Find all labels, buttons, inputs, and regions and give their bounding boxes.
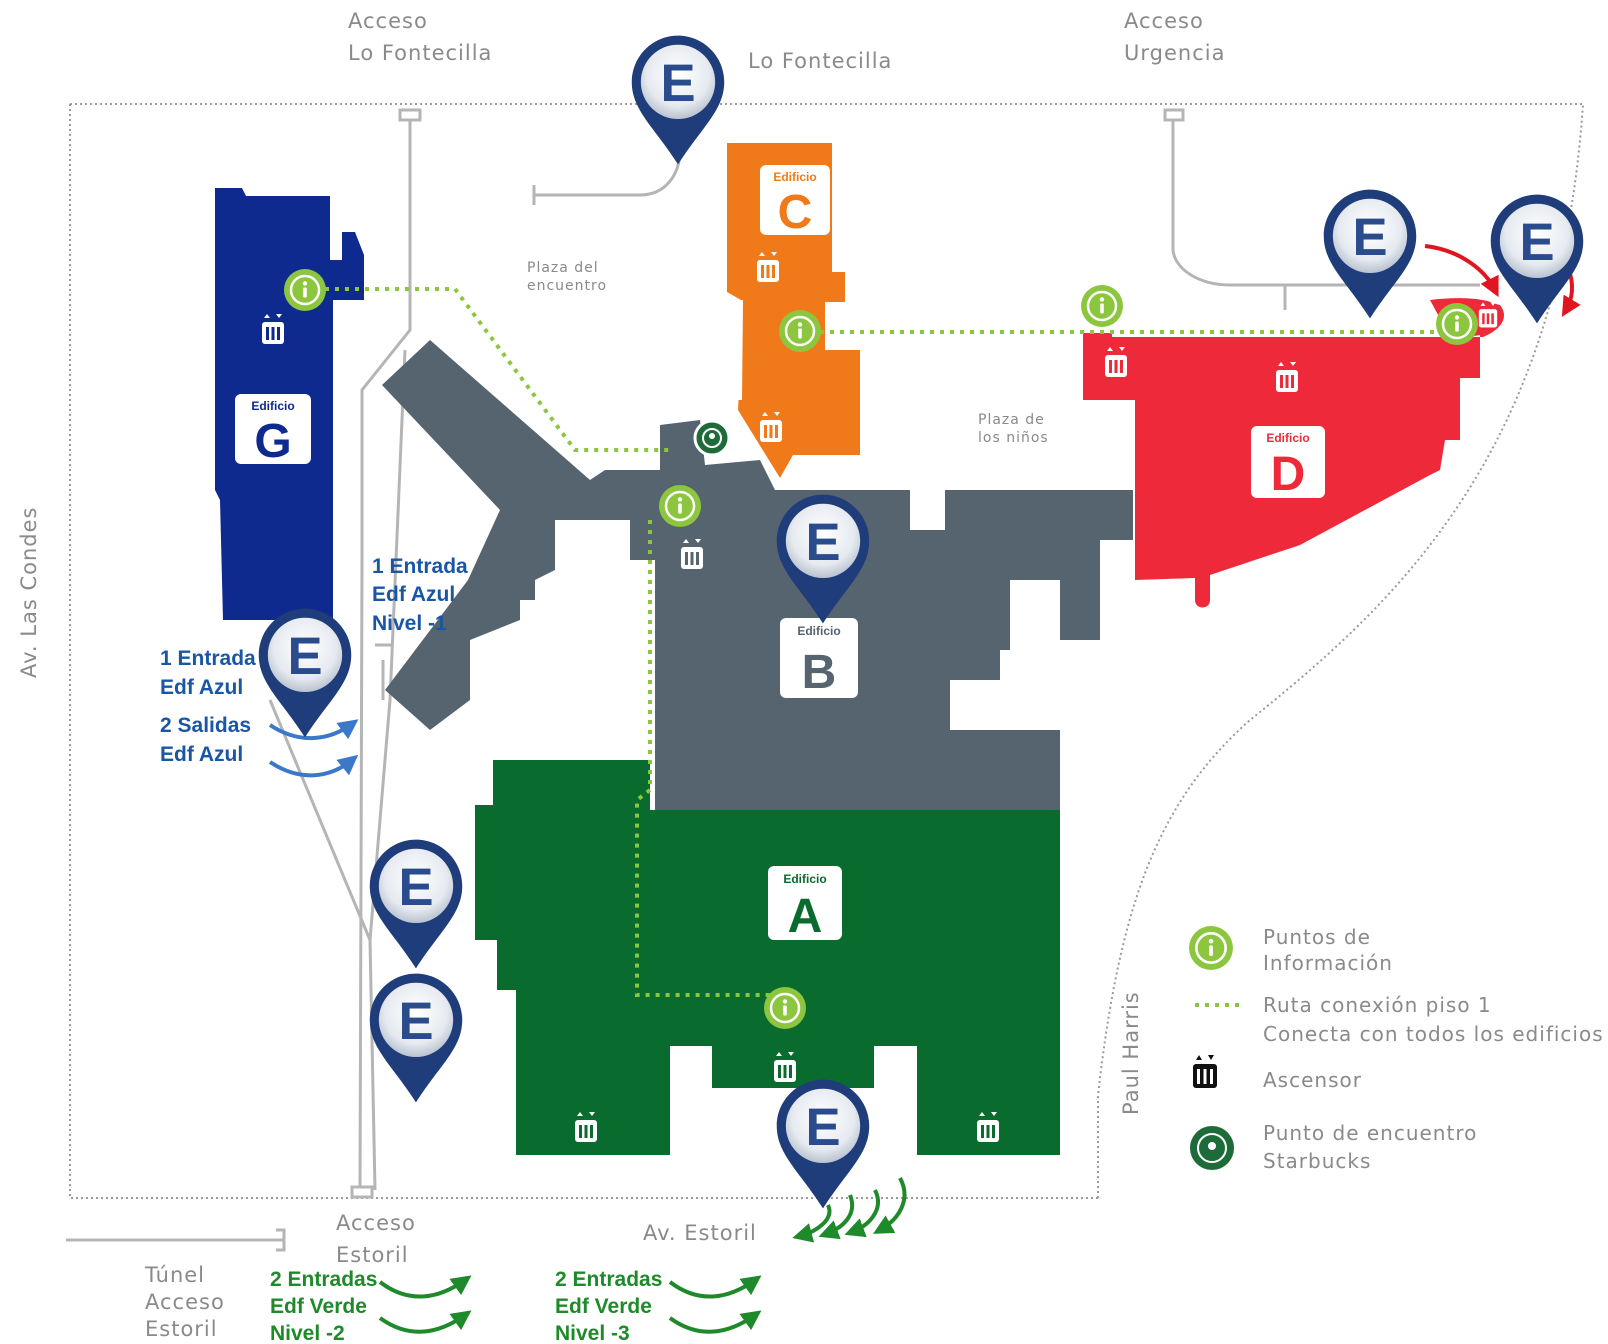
label-acceso-urgencia-1: Acceso: [1124, 9, 1204, 33]
legend-info-2: Información: [1263, 951, 1393, 975]
info-point-a: [763, 986, 807, 1030]
annotation-blue-exit-1: 2 Salidas: [160, 714, 251, 737]
info-point-d-east: [1435, 302, 1479, 346]
label-tunel-2: Acceso: [145, 1290, 225, 1314]
legend-elevator-icon: [1193, 1055, 1217, 1088]
site-boundary: [69, 103, 1584, 1199]
annotation-green-left-2: Edf Verde: [270, 1295, 367, 1318]
building-g-letter: G: [254, 415, 291, 468]
annotation-blue-left-1: 1 Entrada: [160, 647, 256, 670]
legend-route-1: Ruta conexión piso 1: [1263, 993, 1492, 1017]
annotation-blue-left-2: Edf Azul: [160, 676, 243, 699]
legend-meeting-1: Punto de encuentro: [1263, 1121, 1477, 1145]
annotation-green-left-3: Nivel -2: [270, 1322, 345, 1344]
legend-route-2: Conecta con todos los edificios: [1263, 1022, 1604, 1046]
annotation-green-left-1: 2 Entradas: [270, 1268, 377, 1291]
annotation-blue-top-2: Edf Azul: [372, 583, 455, 606]
legend-starbucks-icon: [1190, 1126, 1234, 1170]
building-c: Edificio C: [727, 143, 860, 478]
label-plaza-encuentro-1: Plaza del: [527, 260, 599, 276]
access-roads: [66, 108, 1480, 1252]
info-point-b: [658, 484, 702, 528]
label-av-estoril: Av. Estoril: [643, 1221, 757, 1245]
route-floor-1: [325, 287, 1440, 997]
parking-pin-building-g: [258, 608, 352, 738]
parking-pin-green-2: [369, 973, 463, 1103]
label-lo-fontecilla: Lo Fontecilla: [748, 49, 892, 73]
entry-arrows: [268, 244, 1581, 1334]
building-g-edificio-label: Edificio: [251, 399, 294, 413]
info-point-g: [283, 268, 327, 312]
building-b-edificio-label: Edificio: [797, 624, 840, 638]
legend-meeting-2: Starbucks: [1263, 1149, 1371, 1173]
building-a-edificio-label: Edificio: [783, 872, 826, 886]
annotation-green-right-2: Edf Verde: [555, 1295, 652, 1318]
label-acceso-urgencia-2: Urgencia: [1124, 41, 1225, 65]
building-d-edificio-label: Edificio: [1266, 431, 1309, 445]
building-d-letter: D: [1271, 448, 1306, 501]
label-acceso-estoril-2: Estoril: [336, 1243, 409, 1267]
label-plaza-encuentro-2: encuentro: [527, 278, 607, 294]
annotation-green-right-3: Nivel -3: [555, 1322, 630, 1344]
building-b: Edificio B: [382, 340, 1133, 810]
label-acceso-estoril-1: Acceso: [336, 1211, 416, 1235]
building-a-letter: A: [788, 890, 823, 943]
label-tunel-1: Túnel: [144, 1263, 205, 1287]
parking-pin-lo-fontecilla: [631, 35, 725, 165]
parking-pin-urgencia: [1323, 189, 1417, 319]
legend-elevator: Ascensor: [1263, 1068, 1362, 1092]
annotation-blue-top-1: 1 Entrada: [372, 555, 468, 578]
building-g: Edificio G: [215, 188, 364, 620]
label-plaza-ninos-2: los niños: [978, 430, 1049, 446]
legend-info-icon: [1188, 925, 1234, 971]
building-a: Edificio A: [475, 760, 1060, 1155]
street-labels: Acceso Lo Fontecilla Lo Fontecilla Acces…: [17, 9, 1225, 1341]
annotation-blue-exit-2: Edf Azul: [160, 743, 243, 766]
label-paul-harris: Paul Harris: [1119, 991, 1143, 1115]
building-c-letter: C: [778, 186, 813, 239]
entry-annotations: 1 Entrada Edf Azul Nivel -1 1 Entrada Ed…: [160, 555, 662, 1344]
legend: Puntos de Información Ruta conexión piso…: [1188, 925, 1604, 1173]
legend-info-1: Puntos de: [1263, 925, 1371, 949]
label-plaza-ninos-1: Plaza de: [978, 412, 1045, 428]
parking-pin-estoril: [776, 1079, 870, 1209]
annotation-green-right-1: 2 Entradas: [555, 1268, 662, 1291]
starbucks-icon: [693, 419, 731, 457]
info-point-d-west: [1080, 284, 1124, 328]
building-b-letter: B: [802, 646, 837, 699]
parking-pin-green-1: [369, 839, 463, 969]
building-d: Edificio D: [1083, 298, 1504, 608]
label-acceso-lo-fontecilla-1: Acceso: [348, 9, 428, 33]
label-av-las-condes: Av. Las Condes: [17, 507, 41, 678]
label-acceso-lo-fontecilla-2: Lo Fontecilla: [348, 41, 492, 65]
annotation-blue-top-3: Nivel -1: [372, 612, 447, 635]
building-c-edificio-label: Edificio: [773, 170, 816, 184]
info-point-c: [778, 309, 822, 353]
label-tunel-3: Estoril: [145, 1317, 218, 1341]
